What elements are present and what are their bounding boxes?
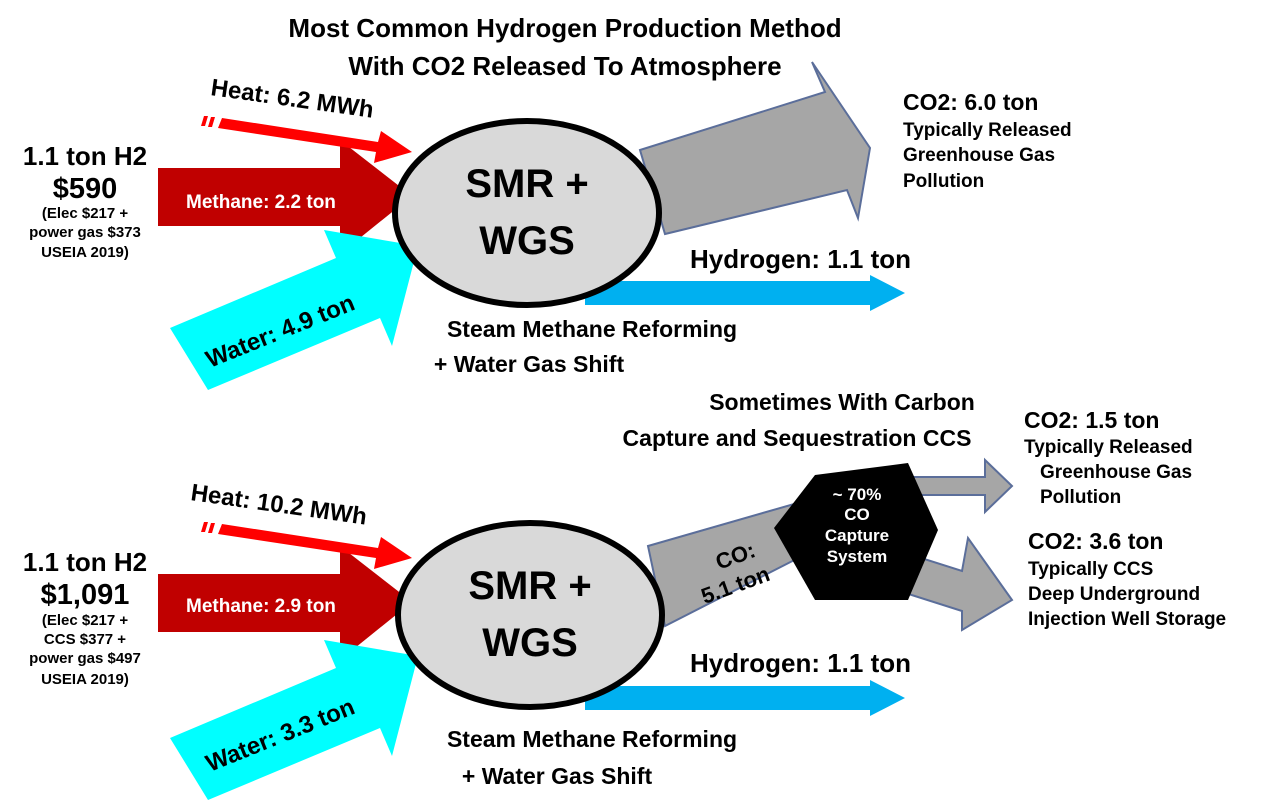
top-reactor-label-line2: WGS bbox=[479, 219, 575, 263]
bottom-co2-stored-note-line2: Deep Underground bbox=[1028, 584, 1200, 605]
top-product-note-line1: (Elec $217 + bbox=[42, 205, 129, 222]
bottom-hydrogen-arrow bbox=[585, 680, 905, 716]
bottom-co2-released-note-line3: Pollution bbox=[1040, 487, 1121, 508]
bottom-product-note-line2: CCS $377 + bbox=[44, 631, 126, 648]
bottom-product-note-line1: (Elec $217 + bbox=[42, 612, 129, 629]
top-process-line2: + Water Gas Shift bbox=[434, 351, 625, 377]
top-co2-amount: CO2: 6.0 ton bbox=[903, 89, 1038, 115]
top-heat-arrow bbox=[201, 116, 412, 163]
bottom-co2-stored-note-line3: Injection Well Storage bbox=[1028, 609, 1226, 630]
top-reactor bbox=[392, 118, 662, 308]
bottom-capture-line4: System bbox=[827, 547, 887, 566]
top-product-amount: 1.1 ton H2 bbox=[23, 141, 147, 171]
bottom-heat-arrow bbox=[201, 522, 412, 569]
top-methane-arrow bbox=[158, 140, 412, 254]
top-methane-label: Methane: 2.2 ton bbox=[186, 192, 336, 213]
top-product-note-line2: power gas $373 bbox=[29, 224, 141, 241]
bottom-methane-label: Methane: 2.9 ton bbox=[186, 596, 336, 617]
bottom-methane-arrow bbox=[158, 546, 412, 660]
bottom-title-line2: Capture and Sequestration CCS bbox=[623, 425, 972, 451]
bottom-hydrogen-label: Hydrogen: 1.1 ton bbox=[690, 648, 911, 678]
top-co2-note-line2: Greenhouse Gas bbox=[903, 145, 1055, 166]
bottom-water-arrow bbox=[170, 640, 418, 800]
bottom-co2-stored-amount: CO2: 3.6 ton bbox=[1028, 528, 1163, 554]
top-process-line1: Steam Methane Reforming bbox=[447, 316, 737, 342]
top-hydrogen-label: Hydrogen: 1.1 ton bbox=[690, 244, 911, 274]
bottom-title-line1: Sometimes With Carbon bbox=[709, 389, 975, 415]
top-hydrogen-arrow bbox=[585, 275, 905, 311]
top-co2-note-line1: Typically Released bbox=[903, 120, 1072, 141]
bottom-process-line2: + Water Gas Shift bbox=[462, 763, 653, 789]
bottom-capture-system bbox=[774, 463, 938, 600]
top-heat-label: Heat: 6.2 MWh bbox=[209, 74, 375, 124]
bottom-co2-stored-note-line1: Typically CCS bbox=[1028, 559, 1153, 580]
bottom-product-note-line3: power gas $497 bbox=[29, 650, 141, 667]
bottom-capture-line2: CO bbox=[844, 505, 870, 524]
top-co2-note-line3: Pollution bbox=[903, 171, 984, 192]
bottom-reactor-label-line1: SMR + bbox=[468, 564, 591, 608]
bottom-co2-released-note-line2: Greenhouse Gas bbox=[1040, 462, 1192, 483]
top-co2-arrow bbox=[638, 61, 872, 236]
top-water-arrow bbox=[170, 230, 418, 390]
bottom-diagram: Sometimes With Carbon Capture and Seques… bbox=[23, 389, 1226, 800]
top-reactor-label-line1: SMR + bbox=[465, 162, 588, 206]
bottom-heat-label: Heat: 10.2 MWh bbox=[189, 479, 368, 530]
bottom-process-line1: Steam Methane Reforming bbox=[447, 726, 737, 752]
bottom-co2-released-amount: CO2: 1.5 ton bbox=[1024, 407, 1159, 433]
bottom-reactor-label-line2: WGS bbox=[482, 621, 578, 665]
top-product-price: $590 bbox=[53, 173, 118, 205]
top-diagram: Most Common Hydrogen Production Method W… bbox=[23, 13, 1072, 390]
bottom-capture-line3: Capture bbox=[825, 526, 889, 545]
top-title-line2: With CO2 Released To Atmosphere bbox=[348, 51, 781, 81]
top-product-note-line3: USEIA 2019) bbox=[41, 244, 129, 261]
bottom-product-price: $1,091 bbox=[41, 579, 130, 611]
bottom-product-note-line4: USEIA 2019) bbox=[41, 671, 129, 688]
bottom-co2-released-note-line1: Typically Released bbox=[1024, 437, 1193, 458]
bottom-product-amount: 1.1 ton H2 bbox=[23, 547, 147, 577]
bottom-capture-line1: ~ 70% bbox=[833, 485, 882, 504]
bottom-reactor bbox=[395, 520, 665, 710]
top-title-line1: Most Common Hydrogen Production Method bbox=[288, 13, 841, 43]
